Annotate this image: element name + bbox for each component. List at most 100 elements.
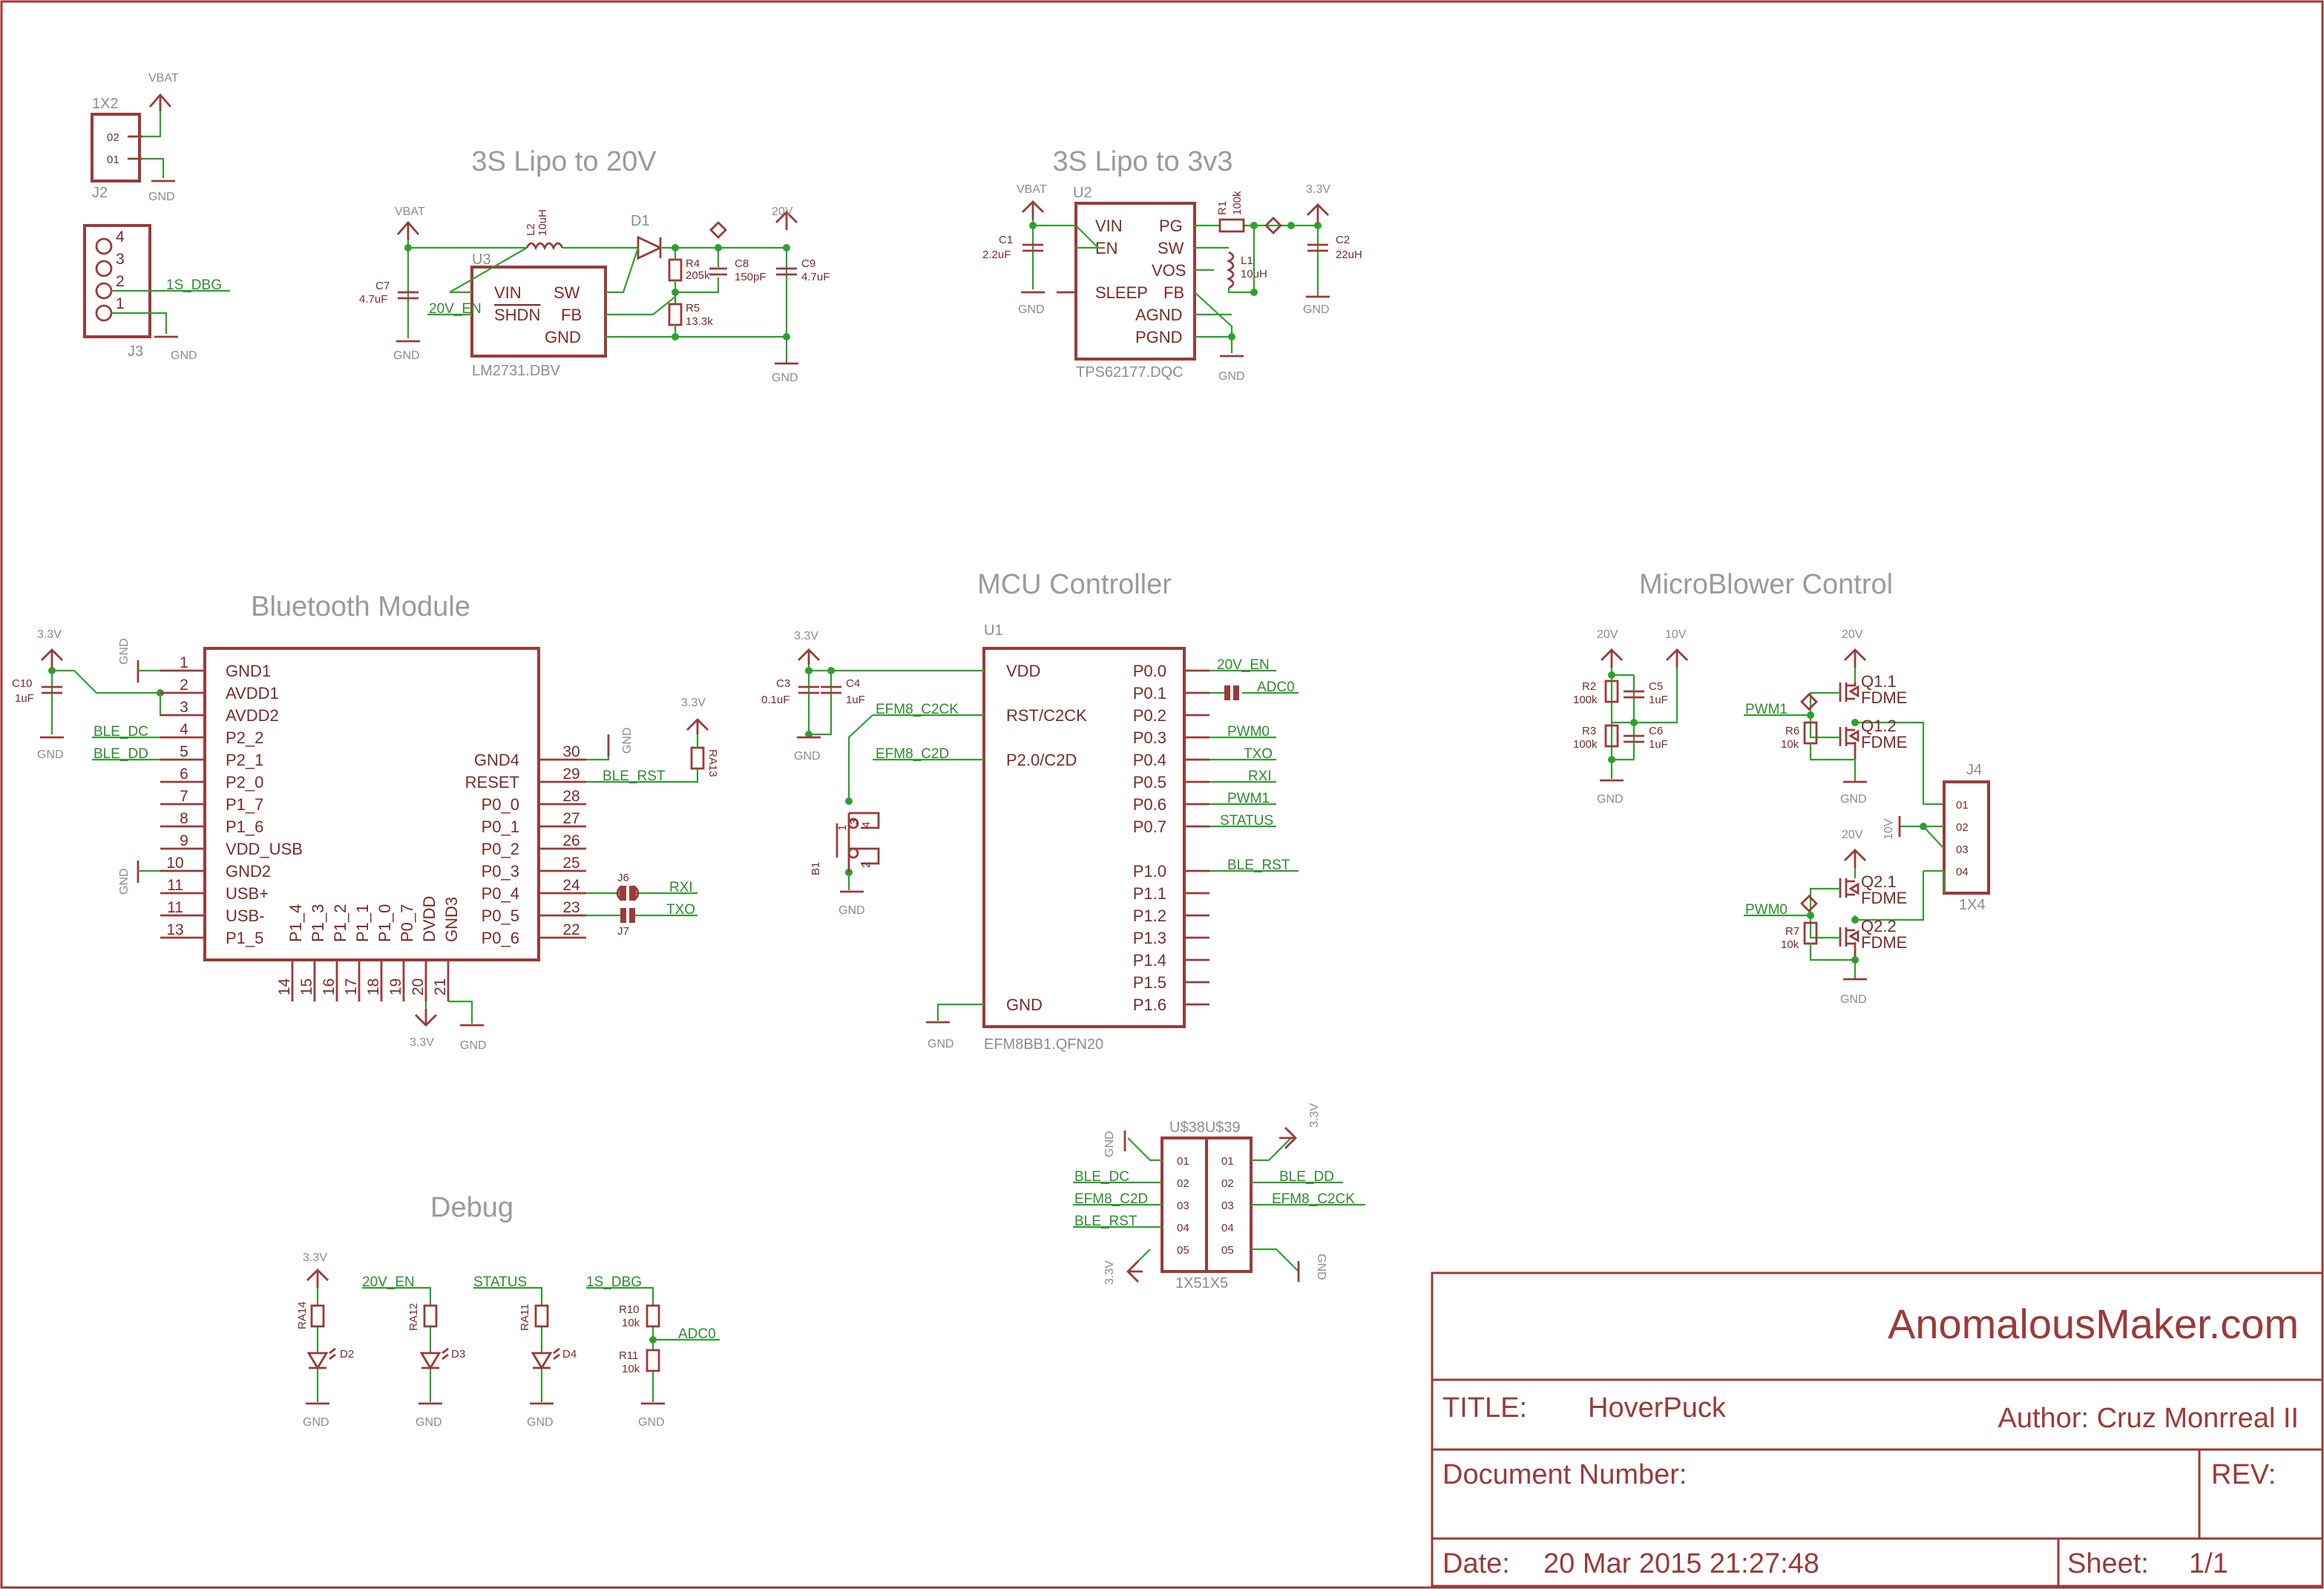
sheet-value: 1/1 <box>2189 1548 2228 1579</box>
svg-text:24: 24 <box>562 877 580 894</box>
svg-text:P0.1: P0.1 <box>1133 684 1166 703</box>
svg-text:B1: B1 <box>810 862 822 875</box>
svg-text:1: 1 <box>116 295 125 312</box>
svg-text:C9: C9 <box>801 257 815 270</box>
svg-text:GND: GND <box>1006 996 1043 1014</box>
svg-text:1S_DBG: 1S_DBG <box>166 277 222 293</box>
svg-text:28: 28 <box>562 788 580 805</box>
svg-text:U1: U1 <box>984 622 1003 639</box>
svg-text:P0_2: P0_2 <box>482 840 519 858</box>
title-bluetooth: Bluetooth Module <box>251 591 470 622</box>
svg-text:J2: J2 <box>92 185 108 201</box>
svg-text:27: 27 <box>562 810 580 827</box>
svg-text:1uF: 1uF <box>846 694 865 706</box>
svg-text:C7: C7 <box>375 280 390 292</box>
svg-text:20V_EN: 20V_EN <box>429 301 482 317</box>
svg-text:D3: D3 <box>451 1348 465 1361</box>
svg-text:P2_1: P2_1 <box>226 751 263 769</box>
mcu-controller: U1 EFM8BB1.QFN20 VDD RST/C2CK P2.0/C2D G… <box>761 622 1299 1053</box>
svg-text:3: 3 <box>116 251 125 268</box>
svg-text:1uF: 1uF <box>15 692 34 705</box>
svg-text:R4: R4 <box>686 257 700 270</box>
svg-text:01: 01 <box>1177 1155 1189 1168</box>
svg-text:USB-: USB- <box>226 907 265 925</box>
svg-text:20V: 20V <box>1842 829 1863 841</box>
svg-text:150pF: 150pF <box>735 271 767 283</box>
svg-text:1X51X5: 1X51X5 <box>1175 1275 1228 1292</box>
svg-text:R3: R3 <box>1582 725 1596 737</box>
svg-text:3.3V: 3.3V <box>794 630 818 642</box>
svg-text:EFM8_C2CK: EFM8_C2CK <box>876 702 959 717</box>
svg-text:8: 8 <box>180 810 188 827</box>
svg-text:P0_1: P0_1 <box>482 817 519 836</box>
title-block: AnomalousMaker.com TITLE: HoverPuck Auth… <box>1431 1271 2324 1588</box>
svg-text:1: 1 <box>180 654 188 671</box>
svg-text:20V: 20V <box>772 205 793 218</box>
document-number-label: Document Number: <box>1442 1459 1687 1490</box>
svg-text:FDME: FDME <box>1861 733 1907 751</box>
svg-text:4: 4 <box>116 228 125 246</box>
svg-text:TXO: TXO <box>666 902 695 918</box>
svg-text:205k: 205k <box>686 269 710 282</box>
author: Author: Cruz Monrreal II <box>1998 1403 2299 1434</box>
svg-text:01: 01 <box>1956 799 1969 812</box>
svg-text:VDD_USB: VDD_USB <box>226 840 303 858</box>
svg-text:2: 2 <box>116 273 125 290</box>
svg-text:P0.7: P0.7 <box>1133 817 1166 836</box>
svg-text:7: 7 <box>180 788 188 805</box>
svg-text:R7: R7 <box>1785 925 1799 938</box>
debug-leds: 3.3V RA14 D2 GND 20V_EN RA12 D3 GND STAT… <box>296 1251 720 1429</box>
svg-text:P1_5: P1_5 <box>226 929 263 947</box>
svg-text:19: 19 <box>387 978 404 996</box>
svg-text:GND: GND <box>838 904 865 917</box>
svg-text:GND: GND <box>148 191 175 203</box>
svg-text:VOS: VOS <box>1152 261 1186 280</box>
svg-text:Q2.2: Q2.2 <box>1861 917 1897 935</box>
svg-text:10V: 10V <box>1882 818 1895 840</box>
svg-text:GND: GND <box>1315 1254 1327 1280</box>
svg-text:AVDD1: AVDD1 <box>226 684 279 703</box>
svg-text:1uF: 1uF <box>1649 694 1668 706</box>
svg-text:2: 2 <box>180 677 188 694</box>
svg-text:GND4: GND4 <box>474 751 519 769</box>
svg-text:20: 20 <box>410 978 427 996</box>
svg-text:20V: 20V <box>1842 628 1863 641</box>
svg-text:D4: D4 <box>562 1348 577 1361</box>
svg-text:D2: D2 <box>340 1348 354 1361</box>
svg-text:L1: L1 <box>1241 254 1253 267</box>
microblower-control: 20V 10V R2 100k R3 100k C5 1uF C6 1uF GN… <box>1573 628 1990 1006</box>
svg-text:P1.3: P1.3 <box>1133 929 1166 947</box>
svg-text:LM2731.DBV: LM2731.DBV <box>472 363 561 379</box>
svg-text:1uF: 1uF <box>1649 738 1668 751</box>
svg-text:PWM0: PWM0 <box>1745 902 1788 918</box>
svg-text:P1_7: P1_7 <box>226 795 263 814</box>
svg-text:GND: GND <box>171 349 197 362</box>
svg-text:J4: J4 <box>1966 762 1982 778</box>
connector-j2: 1X2 02 01 J2 VBAT GND <box>91 72 179 203</box>
svg-text:GND1: GND1 <box>226 662 271 680</box>
svg-text:R1: R1 <box>1216 201 1229 215</box>
svg-text:VBAT: VBAT <box>395 205 425 218</box>
svg-text:GND: GND <box>772 372 798 384</box>
svg-text:TXO: TXO <box>1244 746 1273 762</box>
svg-text:DVDD: DVDD <box>420 896 439 942</box>
svg-text:RESET: RESET <box>465 773 519 792</box>
svg-text:PWM1: PWM1 <box>1745 702 1788 717</box>
svg-text:VBAT: VBAT <box>1017 183 1047 196</box>
svg-text:VDD: VDD <box>1006 662 1040 680</box>
svg-text:R2: R2 <box>1582 680 1596 693</box>
svg-text:04: 04 <box>1177 1222 1189 1234</box>
svg-text:P0.4: P0.4 <box>1133 751 1166 769</box>
svg-text:AVDD2: AVDD2 <box>226 706 279 725</box>
svg-text:13: 13 <box>166 921 183 938</box>
svg-text:GND: GND <box>638 1416 665 1429</box>
debug-headers: U$38U$39 1X51X5 01 02 03 04 05 01 02 03 … <box>1073 1103 1365 1292</box>
svg-text:03: 03 <box>1956 843 1969 856</box>
svg-text:P0_5: P0_5 <box>482 907 519 925</box>
svg-text:17: 17 <box>343 978 360 996</box>
svg-text:5: 5 <box>180 743 188 760</box>
company-name: AnomalousMaker.com <box>1888 1300 2299 1347</box>
svg-text:1: 1 <box>836 825 849 831</box>
svg-text:16: 16 <box>321 978 338 996</box>
